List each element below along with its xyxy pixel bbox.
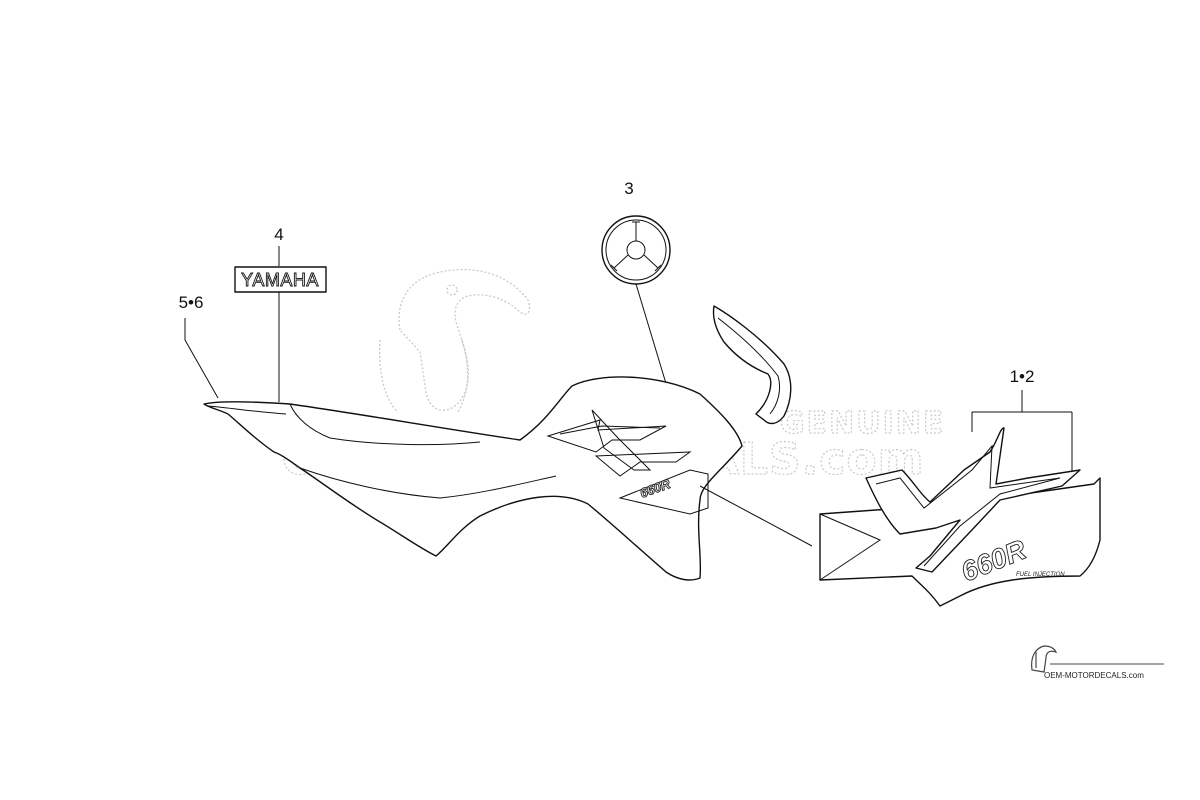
side-panel-tail-stripe <box>207 405 287 415</box>
tank-decal-part: 1•2 660R FUEL INJECTION <box>699 367 1101 607</box>
side-panel-inner-line <box>289 403 481 446</box>
wing-decal-part <box>712 305 792 425</box>
side-panel-x-logo-icon <box>546 409 692 477</box>
tank-decal-panel-edge <box>819 513 882 581</box>
emblem-part: 3 <box>601 179 688 440</box>
tuning-fork-logo-icon <box>610 221 662 272</box>
brand-label-part: 4 YAMAHA <box>234 225 327 402</box>
tank-decal-bracket <box>971 390 1073 476</box>
wing-decal-inner-line <box>717 317 781 415</box>
tank-decal-x-logo-inner <box>875 444 1061 567</box>
footer-site-text: OEM-MOTORDECALS.com <box>1044 671 1144 680</box>
emblem-inner-ring <box>605 219 667 281</box>
watermark-genuine-text: GENUINE <box>780 406 945 441</box>
footer-toucan-icon <box>1031 645 1058 673</box>
side-panel-leader <box>184 318 219 399</box>
callout-brand-label: 4 <box>274 225 283 244</box>
callout-side-panel: 5•6 <box>179 293 204 312</box>
wing-decal-outline <box>712 305 792 425</box>
brand-label-plate <box>234 266 327 293</box>
brand-label-text: YAMAHA <box>241 270 319 290</box>
tank-decal-panel-leader <box>699 485 813 547</box>
callout-emblem: 3 <box>624 179 633 198</box>
tank-decal-x-logo-icon <box>865 427 1081 573</box>
watermark-toucan-icon <box>378 268 531 413</box>
footer-site-logo: OEM-MOTORDECALS.com <box>1031 645 1164 680</box>
tank-decal-model-subtext: FUEL INJECTION <box>1016 572 1065 578</box>
side-panel-lower-line <box>299 467 557 499</box>
side-panel-part: 5•6 660R <box>179 293 743 581</box>
callout-tank-decal: 1•2 <box>1010 367 1035 386</box>
